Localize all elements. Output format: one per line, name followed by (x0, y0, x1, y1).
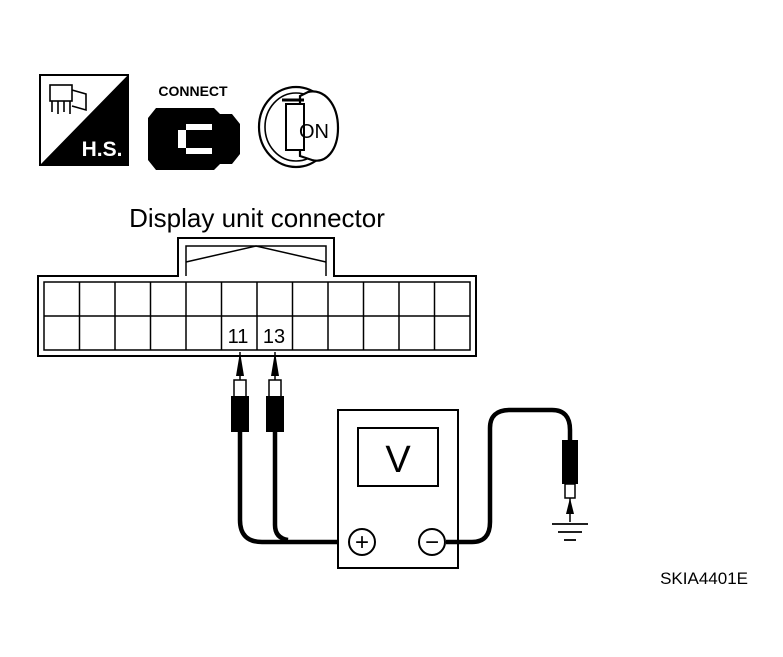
probe-pin-13 (266, 352, 284, 432)
voltmeter: V + − (337, 409, 459, 569)
harness-icon-label: H.S. (82, 138, 123, 161)
positive-terminal (348, 528, 376, 556)
ground-lead (446, 407, 578, 545)
ground-symbol (552, 523, 588, 541)
figure-code: SKIA4401E (660, 569, 748, 588)
display-unit-connector (37, 237, 477, 357)
voltmeter-display-label: V (385, 439, 411, 481)
negative-terminal (418, 528, 446, 556)
connector-title: Display unit connector (129, 203, 385, 233)
probe-pin-11 (231, 352, 249, 432)
negative-terminal-symbol: − (425, 529, 439, 556)
ignition-icon-label: ON (299, 121, 329, 143)
connect-icon-label: CONNECT (158, 83, 228, 99)
connect-icon: CONNECT (148, 83, 240, 170)
harness-connector-icon: H.S. (39, 74, 129, 166)
positive-leads (237, 432, 348, 545)
pin-label-13: 13 (263, 326, 285, 348)
positive-terminal-symbol: + (355, 529, 369, 556)
pin-label-11: 11 (228, 326, 249, 348)
ignition-on-icon: ON (257, 85, 340, 169)
